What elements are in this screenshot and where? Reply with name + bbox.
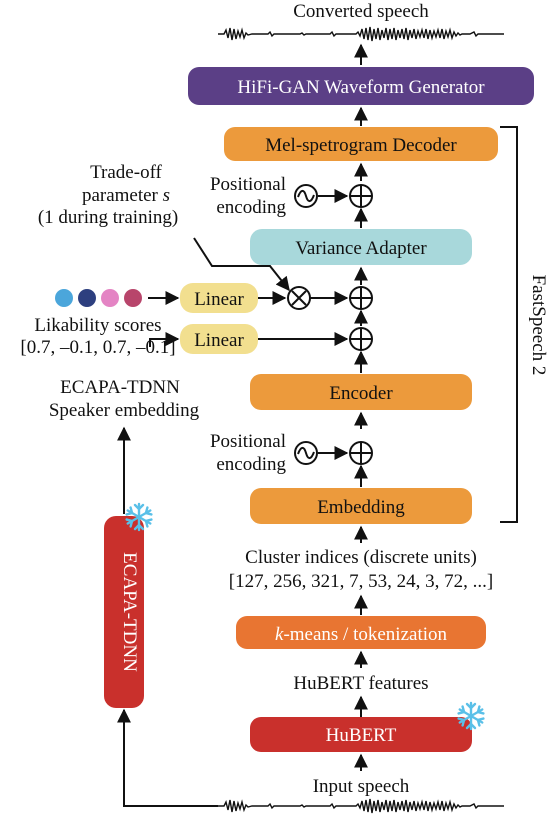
arrow — [149, 332, 180, 346]
cluster-indices-label: Cluster indices (discrete units) — [245, 547, 477, 568]
ecapa-embedding-label: Speaker embedding — [49, 400, 200, 421]
ecapa-tdnn-label: ECAPA-TDNN — [119, 552, 140, 672]
ecapa-embedding-label: ECAPA-TDNN — [60, 377, 180, 398]
waveform-icon — [218, 26, 504, 42]
embedding-label: Embedding — [317, 497, 405, 518]
likability-label: Likability scores — [34, 315, 161, 336]
kmeans-box — [236, 616, 486, 649]
plus-circle-icon — [349, 184, 373, 208]
fastspeech-label: FastSpeech 2 — [528, 275, 549, 376]
tradeoff-label: Trade-off — [90, 162, 162, 183]
mel-decoder-box — [224, 127, 498, 161]
sine-wave-icon — [297, 189, 315, 203]
hifigan-box — [188, 67, 534, 105]
tradeoff-label: (1 during training) — [38, 207, 178, 228]
likability-dot — [101, 289, 119, 307]
hubert-label: HuBERT — [326, 725, 397, 746]
linear-top-box — [180, 283, 258, 313]
tradeoff-label: parameter s — [82, 185, 170, 206]
likability-dot — [55, 289, 73, 307]
input-speech-label: Input speech — [313, 776, 410, 797]
encoder-box — [250, 374, 472, 410]
fastspeech-bracket — [500, 126, 518, 523]
positional-encoding-label: Positional — [210, 174, 286, 195]
multiply-circle-icon — [287, 286, 311, 310]
encoder-label: Encoder — [329, 383, 393, 404]
embedding-box — [250, 488, 472, 524]
variance-adapter-label: Variance Adapter — [295, 238, 427, 259]
hubert-box — [250, 717, 472, 752]
converted-speech-label: Converted speech — [293, 1, 429, 22]
linear-top-label: Linear — [194, 289, 244, 310]
cluster-indices-values: [127, 256, 321, 7, 53, 24, 3, 72, ...] — [229, 571, 493, 592]
arrow — [193, 237, 290, 292]
linear-bottom-box — [180, 324, 258, 354]
likability-dot — [78, 289, 96, 307]
linear-bottom-label: Linear — [194, 330, 244, 351]
positional-encoding-label: encoding — [216, 454, 286, 475]
plus-circle-icon — [349, 441, 373, 465]
variance-adapter-box — [250, 229, 472, 265]
positional-encoding-label: encoding — [216, 197, 286, 218]
mel-decoder-label: Mel-spetrogram Decoder — [265, 135, 457, 156]
arrow — [117, 708, 218, 807]
sine-wave-icon — [297, 446, 315, 460]
hubert-features-label: HuBERT features — [293, 673, 428, 694]
kmeans-label: k-means / tokenization — [275, 624, 447, 645]
likability-values: [0.7, –0.1, 0.7, –0.1] — [20, 337, 175, 358]
plus-circle-icon — [349, 327, 373, 351]
hifigan-label: HiFi-GAN Waveform Generator — [237, 77, 485, 98]
plus-circle-icon — [349, 286, 373, 310]
ecapa-tdnn-box — [104, 516, 144, 708]
likability-dot — [124, 289, 142, 307]
positional-encoding-label: Positional — [210, 431, 286, 452]
waveform-icon — [218, 798, 504, 814]
snowflake-icon — [456, 701, 486, 731]
